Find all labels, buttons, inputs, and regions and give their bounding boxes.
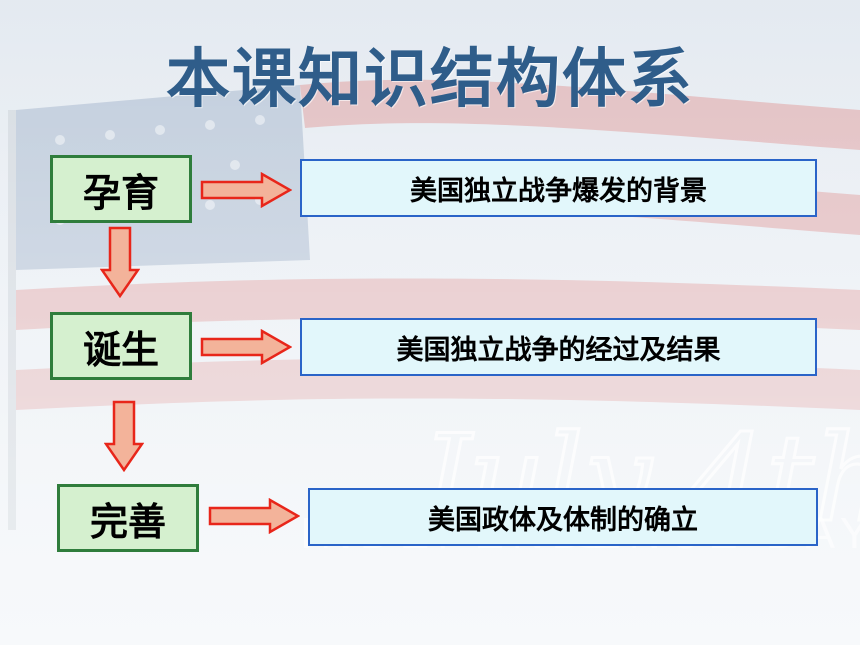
- right-arrow-icon: [200, 329, 292, 365]
- slide-title: 本课知识结构体系: [166, 43, 694, 117]
- description-box-3: 美国政体及体制的确立: [308, 488, 818, 546]
- stage-label: 诞生: [82, 327, 159, 372]
- stage-box-2: 诞生: [50, 312, 192, 380]
- description-box-2: 美国独立战争的经过及结果: [300, 318, 817, 376]
- right-arrow-icon: [208, 498, 300, 534]
- down-arrow-icon: [104, 400, 144, 472]
- stage-box-1: 孕育: [50, 155, 192, 223]
- stage-box-3: 完善: [57, 484, 199, 552]
- description-text: 美国政体及体制的确立: [428, 504, 698, 536]
- right-arrow-icon: [200, 172, 292, 208]
- description-box-1: 美国独立战争爆发的背景: [300, 159, 817, 217]
- stage-label: 完善: [89, 499, 166, 544]
- down-arrow-icon: [100, 226, 140, 298]
- stage-label: 孕育: [82, 170, 159, 215]
- description-text: 美国独立战争的经过及结果: [396, 334, 721, 366]
- description-text: 美国独立战争爆发的背景: [410, 175, 707, 207]
